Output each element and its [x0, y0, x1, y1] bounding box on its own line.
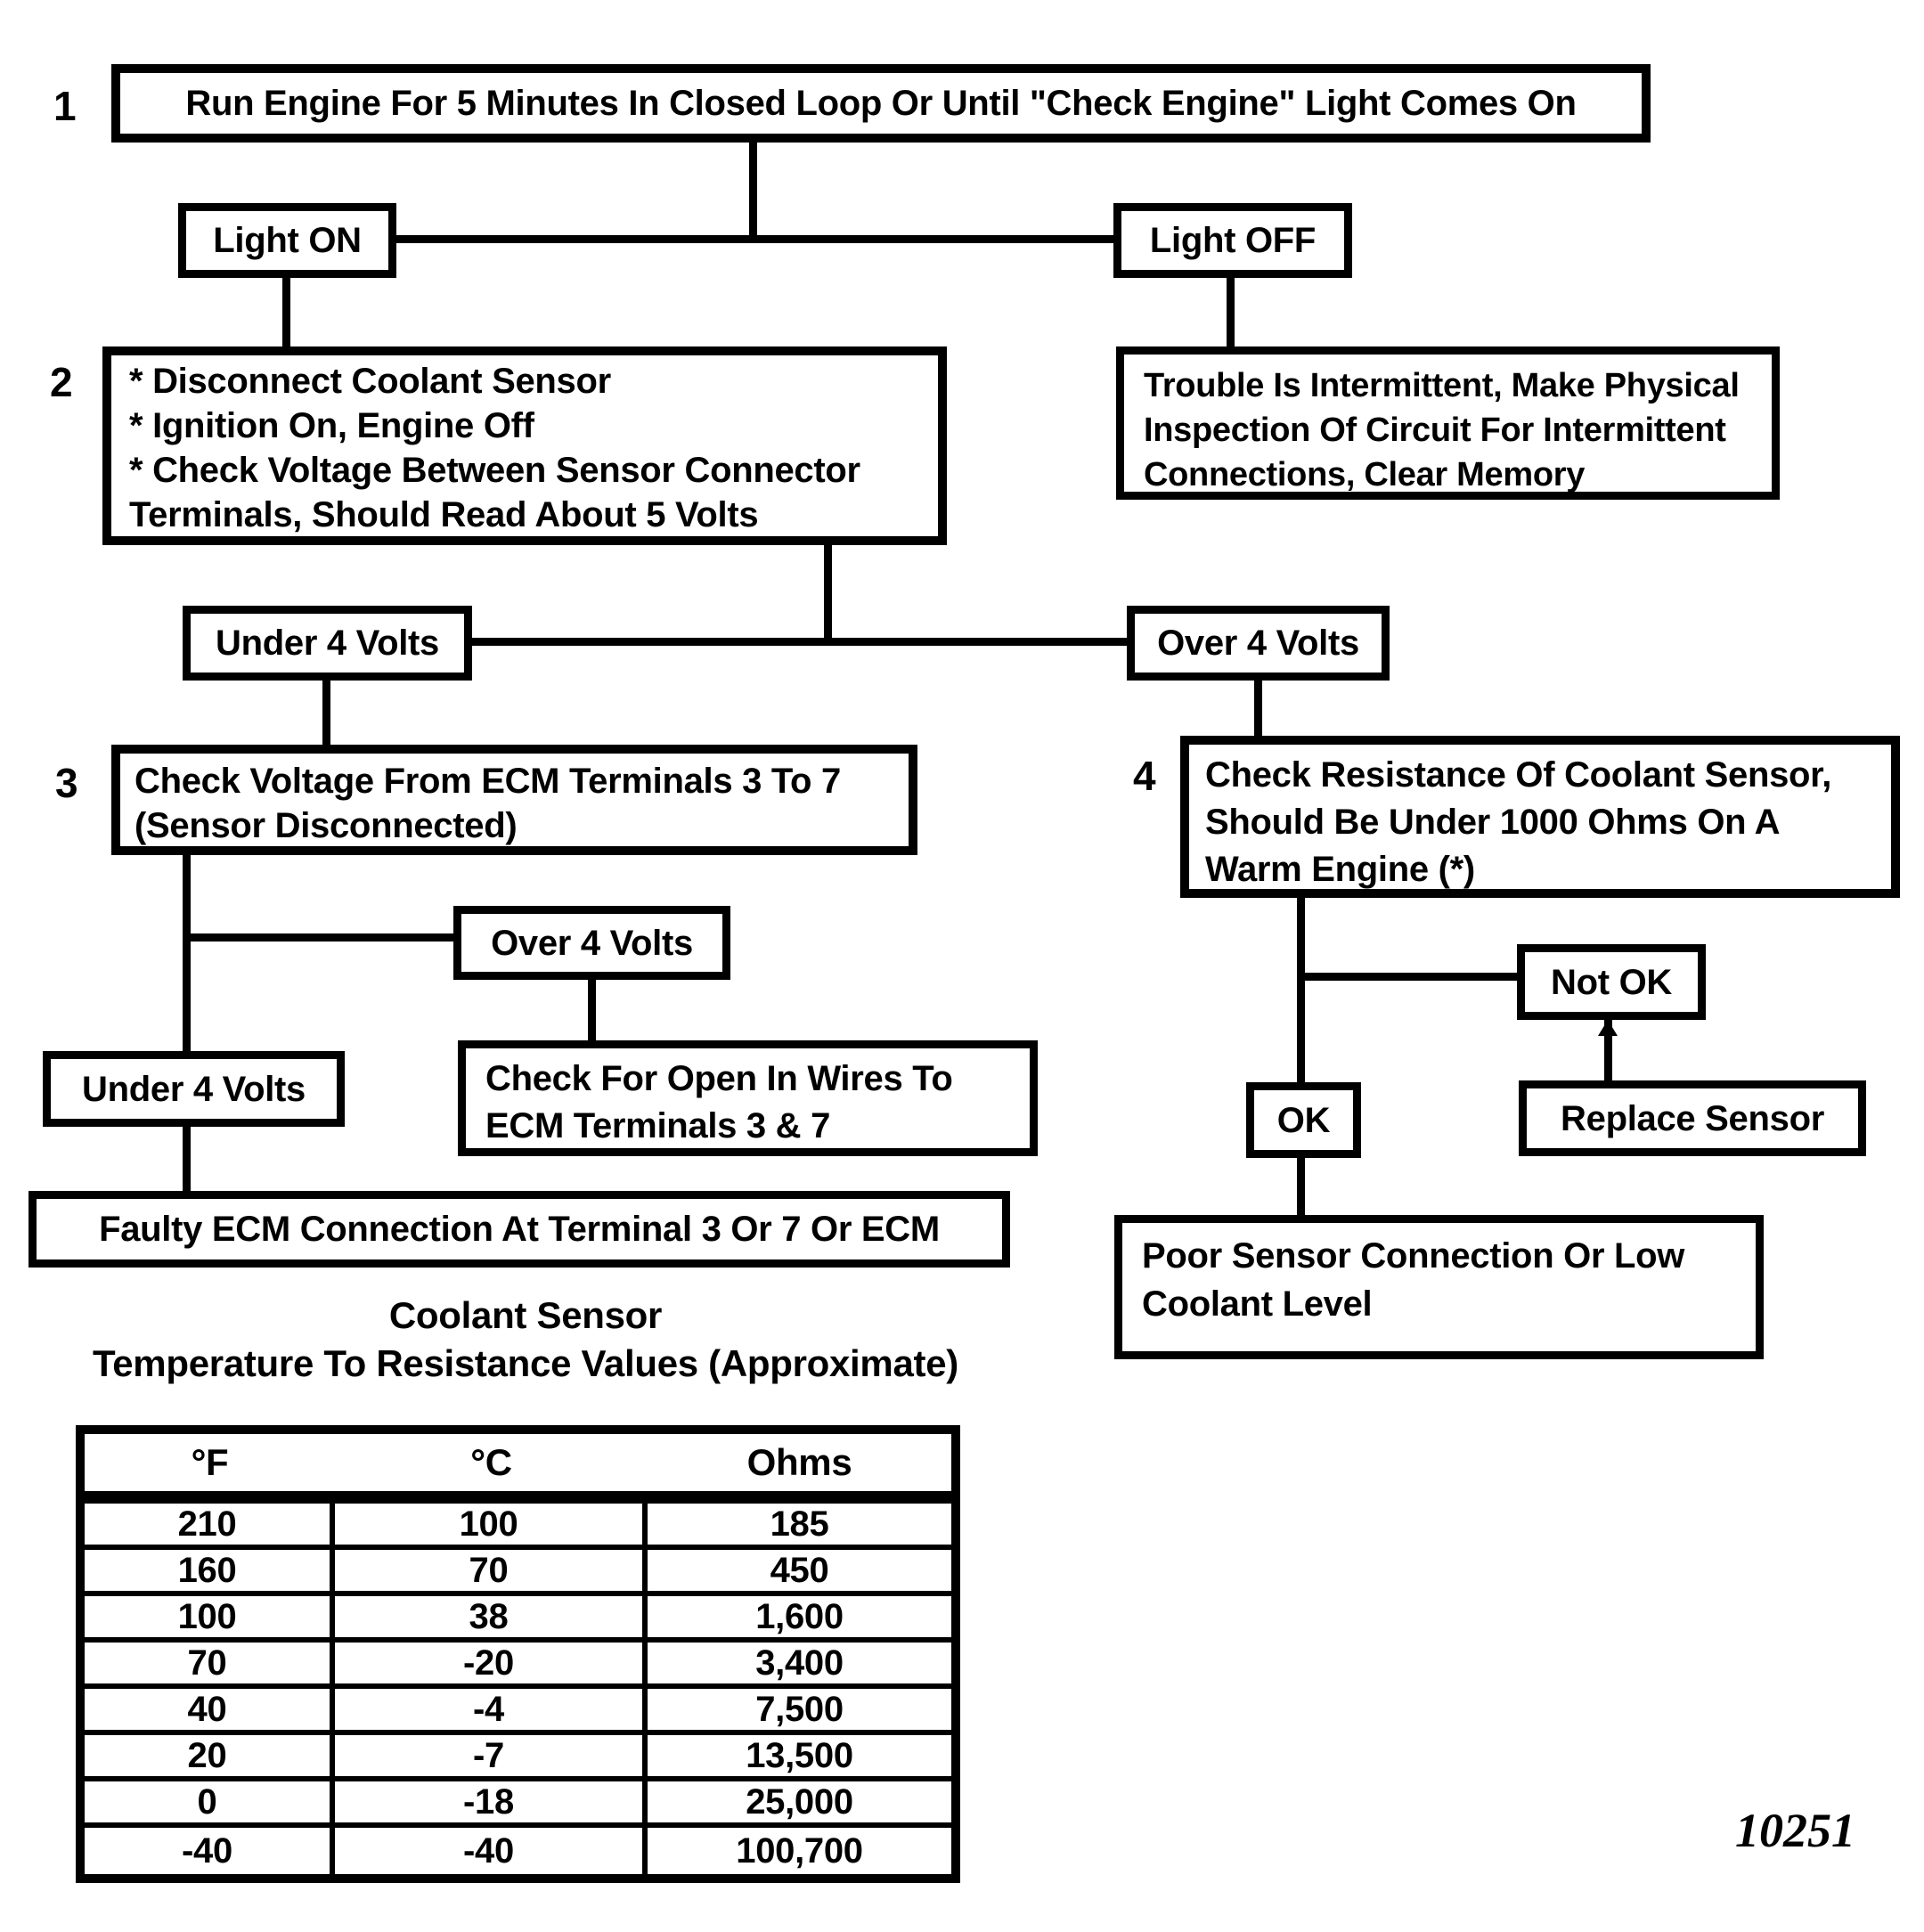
connector-lighton-step2 [282, 278, 290, 348]
cell-c: -7 [335, 1735, 648, 1776]
table-row: 210 100 185 [85, 1504, 951, 1550]
table-header-c: °C [470, 1441, 512, 1483]
node-under-4-volts-b: Under 4 Volts [43, 1051, 345, 1127]
cell-f: 100 [85, 1596, 335, 1637]
table-row: 160 70 450 [85, 1550, 951, 1596]
table-row: 40 -4 7,500 [85, 1689, 951, 1735]
cell-f: 70 [85, 1643, 335, 1683]
connector-step3-trunk [183, 853, 191, 1053]
connector-over4-step4 [1254, 681, 1262, 738]
cell-c: -20 [335, 1643, 648, 1683]
node-check-open-wires: Check For Open In Wires To ECM Terminals… [458, 1040, 1038, 1156]
cell-ohms: 185 [770, 1504, 829, 1544]
cell-ohms: 25,000 [746, 1781, 853, 1822]
arrow-up-icon [1598, 1020, 1618, 1036]
node-not-ok: Not OK [1517, 944, 1706, 1020]
cell-c: -40 [335, 1828, 648, 1874]
cell-ohms: 13,500 [746, 1735, 853, 1775]
table-row: 0 -18 25,000 [85, 1781, 951, 1828]
cell-f: 20 [85, 1735, 335, 1776]
connector-light-row [396, 235, 1118, 243]
table-header-ohms: Ohms [746, 1441, 852, 1483]
cell-ohms: 3,400 [755, 1643, 844, 1683]
step-number-1: 1 [53, 83, 77, 129]
connector-step4-trunk [1297, 896, 1305, 1084]
connector-branch-notok [1303, 973, 1519, 981]
node-step1: Run Engine For 5 Minutes In Closed Loop … [111, 64, 1651, 143]
node-replace-sensor: Replace Sensor [1519, 1080, 1866, 1156]
cell-f: -40 [85, 1828, 335, 1874]
connector-volts-row [472, 638, 1129, 646]
step-number-4: 4 [1133, 753, 1156, 799]
table-title: Coolant Sensor Temperature To Resistance… [62, 1292, 989, 1388]
node-under-4-volts: Under 4 Volts [183, 606, 472, 681]
cell-f: 210 [85, 1504, 335, 1545]
node-step4: Check Resistance Of Coolant Sensor, Shou… [1180, 736, 1900, 898]
connector-branch-over4b [186, 933, 455, 942]
step2-line-3: * Check Voltage Between Sensor Connector [129, 451, 860, 490]
node-trouble-intermittent: Trouble Is Intermittent, Make Physical I… [1116, 346, 1780, 500]
node-ok: OK [1246, 1082, 1361, 1158]
cell-c: 100 [335, 1504, 648, 1545]
cell-c: -18 [335, 1781, 648, 1822]
table-header-f: °F [191, 1441, 229, 1483]
cell-ohms: 450 [770, 1550, 829, 1590]
cell-c: 70 [335, 1550, 648, 1591]
cell-f: 0 [85, 1781, 335, 1822]
node-over-4-volts: Over 4 Volts [1127, 606, 1390, 681]
connector-ok-poor [1297, 1156, 1305, 1215]
connector-over4b-checkopen [588, 976, 596, 1042]
table-row: 70 -20 3,400 [85, 1643, 951, 1689]
node-faulty-ecm: Faulty ECM Connection At Terminal 3 Or 7… [29, 1191, 1010, 1268]
cell-c: -4 [335, 1689, 648, 1730]
figure-number: 10251 [1735, 1804, 1855, 1857]
table-row: 20 -7 13,500 [85, 1735, 951, 1781]
node-light-off: Light OFF [1113, 203, 1352, 278]
cell-ohms: 7,500 [755, 1689, 844, 1729]
node-light-on: Light ON [178, 203, 396, 278]
cell-f: 40 [85, 1689, 335, 1730]
step2-line-4: Terminals, Should Read About 5 Volts [129, 495, 759, 534]
connector-lightoff-intermittent [1227, 278, 1235, 348]
table-title-line2: Temperature To Resistance Values (Approx… [93, 1342, 958, 1384]
node-step2: * Disconnect Coolant Sensor * Ignition O… [102, 346, 947, 545]
table-title-line1: Coolant Sensor [388, 1294, 663, 1336]
node-step3: Check Voltage From ECM Terminals 3 To 7 … [111, 745, 917, 855]
temp-resistance-table: °F °C Ohms 210 100 185 160 70 450 100 38… [76, 1425, 960, 1883]
cell-ohms: 1,600 [755, 1596, 844, 1636]
connector-notok-replace [1604, 1020, 1612, 1082]
cell-ohms: 100,700 [736, 1830, 863, 1871]
connector-step1-junction [749, 141, 757, 242]
table-header-row: °F °C Ohms [85, 1434, 951, 1504]
step2-line-2: * Ignition On, Engine Off [129, 406, 534, 445]
node-over-4-volts-b: Over 4 Volts [453, 906, 730, 980]
node-poor-sensor-connection: Poor Sensor Connection Or Low Coolant Le… [1114, 1215, 1764, 1359]
table-row: -40 -40 100,700 [85, 1828, 951, 1874]
step-number-3: 3 [55, 760, 78, 806]
connector-step2-junction [824, 543, 832, 645]
cell-f: 160 [85, 1550, 335, 1591]
connector-under4b-faulty [183, 1125, 191, 1193]
cell-c: 38 [335, 1596, 648, 1637]
table-row: 100 38 1,600 [85, 1596, 951, 1643]
step2-line-1: * Disconnect Coolant Sensor [129, 362, 611, 401]
connector-under4-step3 [322, 681, 330, 746]
step-number-2: 2 [50, 359, 73, 405]
